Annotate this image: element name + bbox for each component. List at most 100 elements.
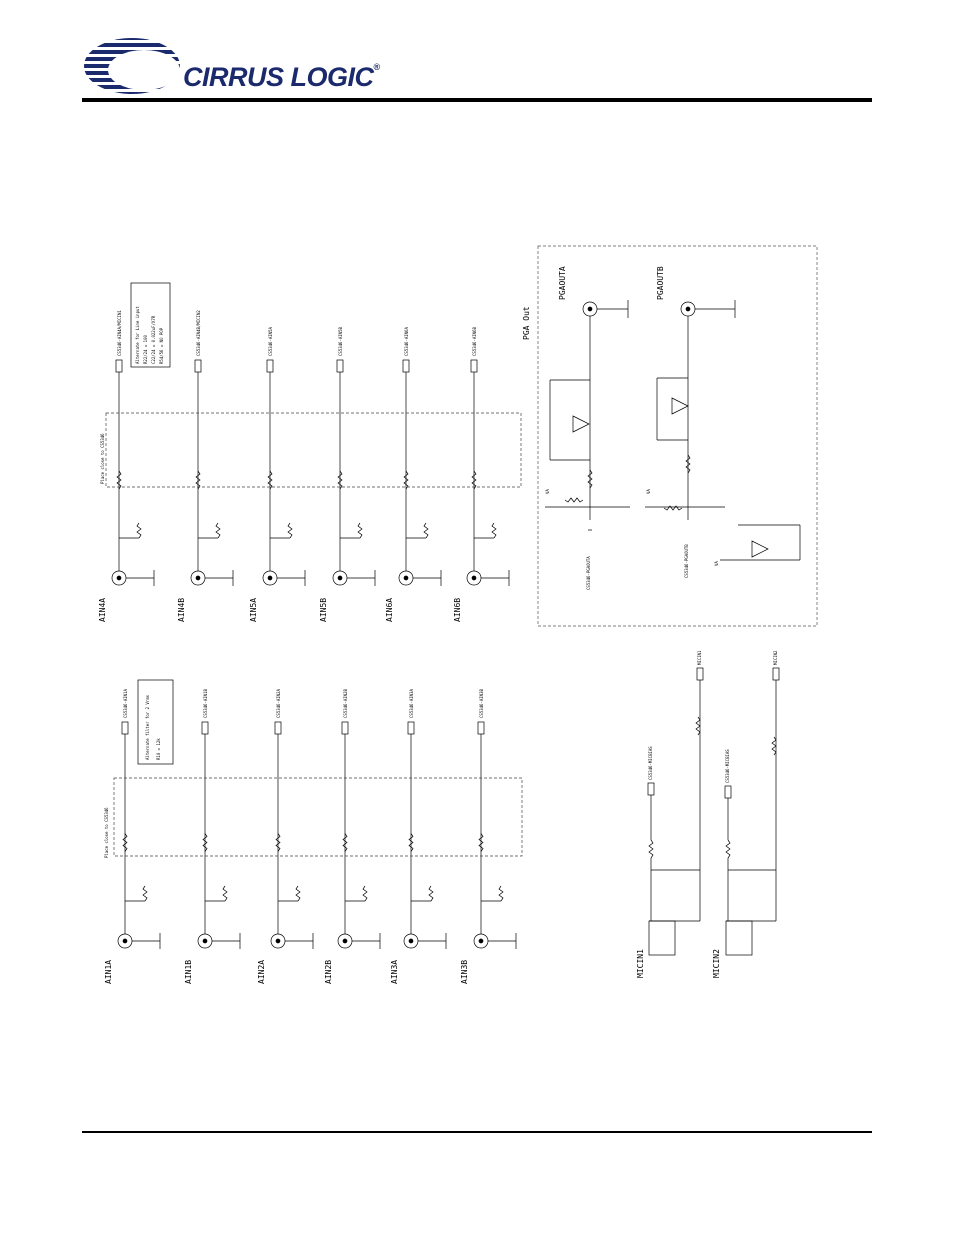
net-name: CS5346-AIN3B: [479, 689, 484, 718]
input-label: AIN5A: [249, 598, 258, 622]
net-name: CS5346-AIN5A: [268, 327, 273, 356]
place-close-note-top: Place close to CS5346: [100, 433, 105, 484]
net-flag: [341, 721, 349, 735]
series-resistor: [342, 833, 348, 852]
place-close-note-bottom: Place close to CS5346: [104, 807, 109, 858]
pulldown-resistor: [423, 522, 429, 539]
alternate-line-value-2: C22/24 = 0.022uF/X7R: [151, 315, 156, 364]
net-name: CS5346-AIN6B: [472, 327, 477, 356]
net-name: CS5346-AIN6A: [404, 327, 409, 356]
input-label: AIN2A: [257, 960, 266, 984]
alternate-line-title: Alternate for Line input: [135, 306, 140, 364]
input-label: AIN2B: [324, 960, 333, 984]
brand-text: CIRRUS LOGIC: [183, 62, 374, 92]
pulldown-resistor: [362, 885, 368, 902]
brand-name: CIRRUS LOGIC®: [183, 62, 380, 93]
bottom-input-section: AIN1ACS5346-AIN1AAIN1BCS5346-AIN1BAIN2AC…: [104, 689, 517, 984]
top-input-channel: [262, 359, 306, 586]
alternate-line-value-1: R22/24 = 100: [143, 335, 148, 364]
net-flag: [477, 721, 485, 735]
place-close-region-bottom: [113, 777, 523, 857]
net-flag: [274, 721, 282, 735]
rca-jack-pin: [408, 938, 414, 944]
bottom-input-channel: [197, 721, 241, 949]
net-flag: [115, 359, 123, 373]
series-resistor: [478, 833, 484, 852]
net-flag: [402, 359, 410, 373]
mic-section: [647, 667, 780, 956]
rca-jack-pin: [478, 938, 484, 944]
rca-jack-pin: [471, 575, 477, 581]
pgaoutb-net: CS5346-PGAOUTB: [684, 544, 689, 578]
input-label: AIN3A: [390, 960, 399, 984]
input-label: AIN6A: [385, 598, 394, 622]
input-label: AIN4B: [177, 598, 186, 622]
pga-channel-b: [645, 300, 801, 561]
net-flag: [336, 359, 344, 373]
micin1-bias-net: CS5346-MICBIAS: [648, 746, 653, 780]
pga-va-label-buffer: VA: [714, 561, 719, 566]
top-input-channel: [190, 359, 234, 586]
rca-jack-pin: [267, 575, 273, 581]
series-resistor: [116, 470, 122, 490]
rca-jack-pin: [116, 575, 122, 581]
net-flag: [266, 359, 274, 373]
series-resistor: [337, 470, 343, 490]
rca-jack-pin: [122, 938, 128, 944]
input-label: AIN5B: [319, 598, 328, 622]
rca-jack-pin: [195, 575, 201, 581]
series-resistor: [408, 833, 414, 852]
bottom-input-channel: [117, 721, 161, 949]
rca-jack-pin: [403, 575, 409, 581]
net-name: CS5346-AIN4A/MICIN1: [117, 310, 122, 356]
bottom-input-channel: [337, 721, 381, 949]
pulldown-resistor: [142, 885, 148, 902]
pga-out-region: [537, 245, 818, 627]
series-resistor: [202, 833, 208, 852]
net-flag: [121, 721, 129, 735]
micin1-label: MICIN1: [636, 949, 645, 978]
series-resistor: [471, 470, 477, 490]
net-flag: [407, 721, 415, 735]
series-resistor: [195, 470, 201, 490]
top-input-section: AIN4ACS5346-AIN4A/MICIN1AIN4BCS5346-AIN4…: [98, 310, 510, 622]
bottom-input-channel: [473, 721, 517, 949]
net-flag: [470, 359, 478, 373]
pulldown-resistor: [215, 522, 221, 539]
pulldown-resistor: [136, 522, 142, 539]
rca-jack-pin: [275, 938, 281, 944]
top-input-channel: [398, 359, 442, 586]
series-resistor: [267, 470, 273, 490]
pulldown-resistor: [498, 885, 504, 902]
pulldown-resistor: [295, 885, 301, 902]
net-name: CS5346-AIN2A: [276, 689, 281, 718]
pgaouta-net: CS5346-PGAOUTA: [586, 556, 591, 590]
net-name: CS5346-AIN1B: [203, 689, 208, 718]
pga-va-label-b: VA: [646, 489, 651, 494]
pga-channel-a: [545, 300, 630, 531]
rca-jack-pin: [342, 938, 348, 944]
series-resistor: [403, 470, 409, 490]
header-rule: [82, 98, 872, 102]
cirrus-logic-logo: [82, 30, 372, 98]
input-label: AIN1A: [104, 960, 113, 984]
net-flag: [201, 721, 209, 735]
net-name: CS5346-AIN5B: [338, 327, 343, 356]
alternate-line-value-3: R54/56 = NO POP: [159, 327, 164, 364]
micin2-out-net: MICIN2: [773, 650, 778, 665]
input-label: AIN4A: [98, 598, 107, 622]
pulldown-resistor: [287, 522, 293, 539]
series-resistor: [275, 833, 281, 852]
net-name: CS5346-AIN3A: [409, 689, 414, 718]
pgaoutb-label: PGAOUTB: [656, 266, 665, 300]
pgaouta-label: PGAOUTA: [558, 266, 567, 300]
pulldown-resistor: [491, 522, 497, 539]
bottom-input-channel: [270, 721, 314, 949]
micin2-bias-net: CS5346-MICBIAS: [725, 749, 730, 783]
pulldown-resistor: [428, 885, 434, 902]
input-label: AIN3B: [460, 960, 469, 984]
bottom-input-channel: [403, 721, 447, 949]
input-label: AIN1B: [184, 960, 193, 984]
brand-registered-mark: ®: [373, 62, 381, 72]
top-input-channel: [332, 359, 376, 586]
